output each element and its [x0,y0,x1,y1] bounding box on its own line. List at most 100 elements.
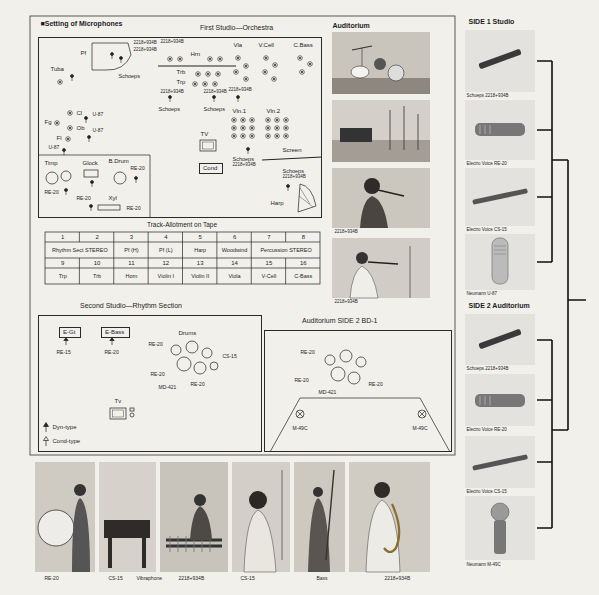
photo-caption: Electro Voice RE-20 [466,428,507,433]
instrument-label: RE-20 [190,382,205,388]
orchestra-plan-part [58,80,63,85]
track-table-part [45,232,320,284]
orchestra-plan-part [232,126,237,131]
microphone-photos-part [491,503,509,521]
instrument-label: 2218+934B [160,90,184,95]
session-photos-part [282,470,283,560]
orchestra-plan-part [263,70,268,75]
microphone-photos-part [475,394,525,407]
rhythm-plan-part [202,348,212,358]
auditorium-photos-part [350,266,378,298]
session-photos-part [108,538,112,568]
instrument-label: Cl [76,110,83,117]
instrument-label: Vln.1 [232,108,247,115]
orchestra-plan-part [250,126,255,131]
instrument-label: RE-20 [130,166,145,172]
orchestra-plan-part [196,72,201,77]
instrument-label: RE-20 [148,342,163,348]
session-photos-part [244,510,276,572]
rhythm-plan-part [46,440,47,446]
orchestra-plan-part [61,171,71,181]
photo-caption: 2218+934B [334,300,358,305]
auditorium-photos-part [332,168,430,228]
session-photos-part [104,520,150,538]
auditorium-photos-part [364,178,380,194]
session-photos-part [349,462,430,572]
orchestra-plan-part [300,70,305,75]
auditorium-plan-part [296,410,304,418]
photo-caption: Electro Voice RE-20 [466,162,507,167]
instrument-label: U-87 [92,128,104,134]
orchestra-plan-part [38,155,150,218]
photo-caption: 2218+934B [178,576,205,582]
orchestra-plan-part [66,137,71,142]
session-photos-part [374,482,390,498]
rhythm-plan-part [186,341,198,353]
instrument-label: Pf [80,50,87,57]
rhythm-plan-part [46,426,47,432]
track-table-cell: 12 [149,260,182,267]
orchestra-plan-part [206,72,211,77]
instrument-label: Drums [178,330,197,337]
auditorium-photos-part [332,238,430,298]
auditorium-plan-part [331,367,345,381]
legend-text: Cond-type [52,438,81,445]
rhythm-plan-part [44,423,49,427]
instrument-label: RE-15 [56,350,71,356]
orchestra-plan-part [203,142,214,149]
orchestra-plan-part [208,57,213,62]
microphone-photos-part [465,100,535,160]
auditorium-plan-part [419,411,425,417]
instrument-label: 2218+934B [282,175,306,180]
orchestra-plan-part [218,57,223,62]
microphone-photos [465,30,535,560]
orchestra-plan-part [275,126,280,131]
section-heading: SIDE 2 Auditorium [468,302,530,310]
session-photos-part [194,494,206,506]
rhythm-plan-part [130,408,134,411]
instrument-label: RE-20 [104,350,119,356]
orchestra-plan-part [244,77,249,82]
instrument-label: U-87 [48,145,60,151]
session-photos [35,462,430,572]
track-table-cell: 15 [252,260,285,267]
auditorium-photos-part [332,140,430,162]
instrument-label: RE-20 [126,206,141,212]
instrument-label: Tuba [50,66,64,73]
equipment-box: E-Gt [59,327,81,338]
session-photos-part [99,462,156,572]
photo-caption: Neumann M-49C [466,563,501,568]
instrument-label: TV [200,131,209,138]
orchestra-plan-part [284,118,289,123]
orchestra-plan-part [236,56,241,61]
orchestra-plan-part [266,134,271,139]
orchestra-plan [38,43,322,218]
orchestra-plan-part [232,134,237,139]
orchestra-plan-part [85,117,88,124]
orchestra-plan-part [88,136,91,143]
session-photos-part [326,470,334,560]
orchestra-plan-part [247,148,250,155]
microphone-photos-part [480,396,490,405]
region-heading: Auditorium SIDE 2 BD-1 [301,317,378,325]
track-table-cell: 13 [184,260,217,267]
orchestra-plan-part [244,64,249,69]
orchestra-plan-part [232,118,237,123]
orchestra-plan-part [68,126,73,131]
instrument-label: Tv [114,398,122,405]
microphone-photos-part [472,188,528,205]
photo-caption: RE-20 [44,576,59,582]
instrument-label: MD-421 [318,390,337,396]
orchestra-plan-part [135,177,138,184]
photo-caption: Electro Voice CS-15 [466,490,507,495]
orchestra-plan-part [275,134,280,139]
orchestra-plan-part [250,118,255,123]
session-photos-part [366,500,400,572]
session-photos-part [384,504,399,552]
orchestra-plan-part [84,170,98,177]
track-table-cell: 9 [46,260,79,267]
photo-caption: Electro Voice CS-15 [466,228,507,233]
